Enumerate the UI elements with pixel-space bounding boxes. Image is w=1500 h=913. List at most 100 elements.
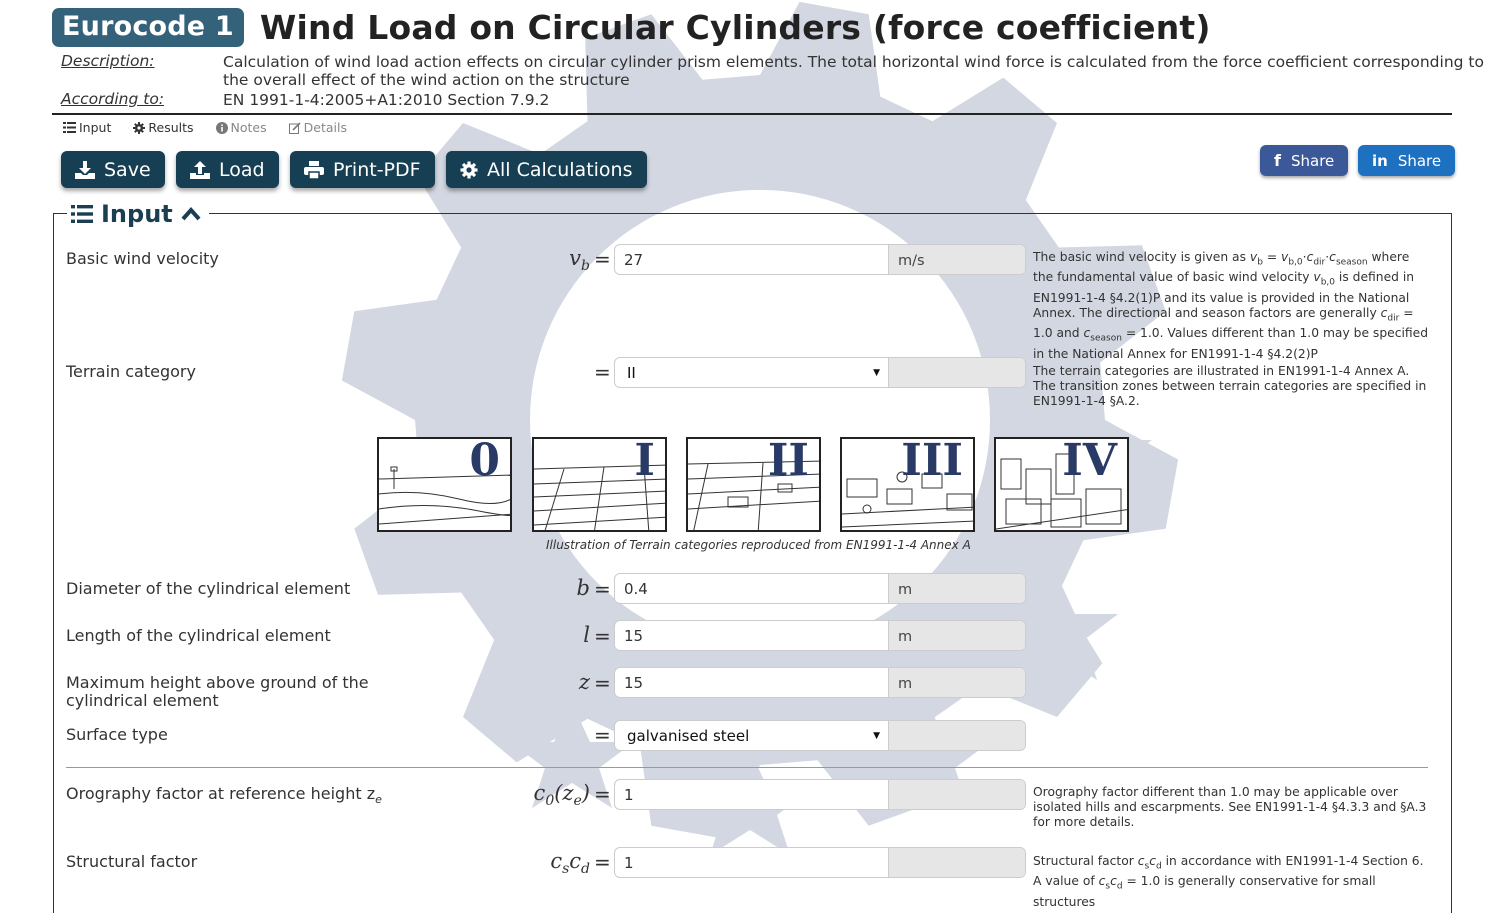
orography-factor-input[interactable]: 1 [615, 780, 889, 809]
terrain-category-value: II [627, 363, 636, 382]
tab-results-label: Results [148, 120, 194, 135]
basic-wind-velocity-note: The basic wind velocity is given as vb =… [1033, 250, 1429, 361]
terrain-image-0: 0 [377, 437, 512, 532]
save-button[interactable]: Save [61, 151, 165, 188]
basic-wind-velocity-label: Basic wind velocity [66, 249, 219, 268]
terrain-image-label-4: IV [1062, 437, 1117, 486]
facebook-icon: f [1274, 151, 1281, 170]
basic-wind-velocity-unit: m/s [889, 245, 1025, 274]
linkedin-icon: in [1372, 151, 1388, 170]
description-line-2: the overall effect of the wind action on… [223, 71, 630, 89]
terrain-category-label: Terrain category [66, 362, 196, 381]
max-height-unit: m [889, 668, 1025, 697]
length-input[interactable]: 15 [615, 621, 889, 650]
facebook-share-button[interactable]: f Share [1260, 145, 1349, 176]
l-symbol: l [583, 623, 590, 647]
dropdown-arrow-icon: ▼ [873, 730, 880, 741]
list-icon [63, 122, 76, 133]
orography-factor-label: Orography factor at reference height ze [66, 785, 382, 809]
basic-wind-velocity-field: 27 m/s [614, 244, 1026, 275]
co-symbol-arg: (z [554, 781, 574, 805]
co-symbol-main: c [533, 781, 546, 805]
description-text: Calculation of wind load action effects … [223, 53, 1484, 89]
surface-type-label: Surface type [66, 725, 168, 744]
terrain-category-field: II ▼ [614, 357, 1026, 388]
structural-factor-input[interactable]: 1 [615, 848, 889, 877]
vb-symbol-main: v [569, 246, 582, 270]
chevron-up-icon [181, 207, 201, 221]
z-equals: = [594, 671, 611, 695]
surface-equals: = [594, 723, 611, 747]
section-tabs: Input Results Notes Details [63, 120, 347, 135]
description-line-1: Calculation of wind load action effects … [223, 53, 1484, 71]
max-height-label-line-1: Maximum height above ground of the [66, 673, 369, 692]
cscd-s: s [562, 861, 570, 878]
co-symbol-arg-sub: e [573, 793, 582, 810]
terrain-equals: = [594, 360, 611, 384]
l-equals: = [594, 624, 611, 648]
diameter-unit: m [889, 574, 1025, 603]
orography-label-sub: e [375, 793, 382, 807]
diameter-input[interactable]: 0.4 [615, 574, 889, 603]
all-calculations-button[interactable]: All Calculations [446, 151, 647, 188]
terrain-category-note: The terrain categories are illustrated i… [1033, 364, 1427, 408]
according-value: EN 1991-1-4:2005+A1:2010 Section 7.9.2 [223, 91, 550, 109]
info-icon [215, 121, 228, 134]
according-label: According to: [61, 90, 165, 108]
max-height-label-line-2: cylindrical element [66, 691, 219, 710]
terrain-image-2: II [686, 437, 821, 532]
terrain-image-label-2: II [767, 437, 809, 486]
structural-factor-field: 1 [614, 847, 1026, 878]
b-symbol: b [576, 576, 590, 600]
vb-equals: = [594, 247, 611, 271]
tab-notes[interactable]: Notes [215, 120, 267, 135]
load-button[interactable]: Load [176, 151, 279, 188]
linkedin-share-button[interactable]: in Share [1358, 145, 1456, 176]
max-height-input[interactable]: 15 [615, 668, 889, 697]
terrain-category-select[interactable]: II ▼ [615, 358, 889, 387]
surface-type-unit [889, 721, 1025, 750]
length-unit: m [889, 621, 1025, 650]
facebook-share-label: Share [1290, 151, 1335, 170]
structural-factor-note: Structural factor cscd in accordance wit… [1033, 854, 1424, 909]
tab-input-label: Input [79, 120, 112, 135]
orography-factor-note: Orography factor different than 1.0 may … [1033, 785, 1427, 829]
input-section-toggle[interactable]: Input [67, 200, 209, 228]
b-equals: = [594, 577, 611, 601]
list-icon [71, 205, 93, 223]
structural-factor-label: Structural factor [66, 852, 198, 871]
gear-icon [133, 121, 146, 134]
structural-factor-unit [889, 848, 1025, 877]
max-height-field: 15 m [614, 667, 1026, 698]
dropdown-arrow-icon: ▼ [873, 367, 880, 378]
linkedin-share-label: Share [1397, 151, 1442, 170]
z-symbol: z [578, 670, 590, 694]
upload-icon [190, 160, 210, 179]
co-symbol-close: ) [581, 781, 590, 805]
tab-results[interactable]: Results [133, 120, 194, 135]
print-pdf-button[interactable]: Print-PDF [290, 151, 435, 188]
max-height-label: Maximum height above ground of the cylin… [66, 674, 369, 710]
save-button-label: Save [104, 158, 151, 181]
surface-type-select[interactable]: galvanised steel▼ [615, 721, 889, 750]
vb-symbol-sub: b [581, 258, 590, 275]
header-divider [52, 113, 1452, 115]
terrain-caption: Illustration of Terrain categories repro… [546, 538, 971, 552]
section-divider [66, 767, 1428, 768]
tab-details[interactable]: Details [288, 120, 347, 135]
cscd-equals: = [594, 850, 611, 874]
terrain-category-unit [889, 358, 1025, 387]
print-pdf-label: Print-PDF [333, 158, 421, 181]
eurocode-badge: Eurocode 1 [52, 8, 244, 47]
cscd-c2: c [569, 849, 582, 873]
co-symbol-sub: 0 [545, 793, 555, 810]
tab-input[interactable]: Input [63, 120, 111, 135]
basic-wind-velocity-input[interactable]: 27 [615, 245, 889, 274]
description-label: Description: [61, 52, 155, 70]
terrain-image-label-0: 0 [469, 437, 500, 486]
cscd-symbol: cscd [390, 849, 590, 877]
co-symbol: c0(ze) [390, 781, 590, 809]
orography-label-text: Orography factor at reference height z [66, 784, 376, 803]
terrain-image-4: IV [994, 437, 1129, 532]
gear-icon [460, 161, 478, 178]
